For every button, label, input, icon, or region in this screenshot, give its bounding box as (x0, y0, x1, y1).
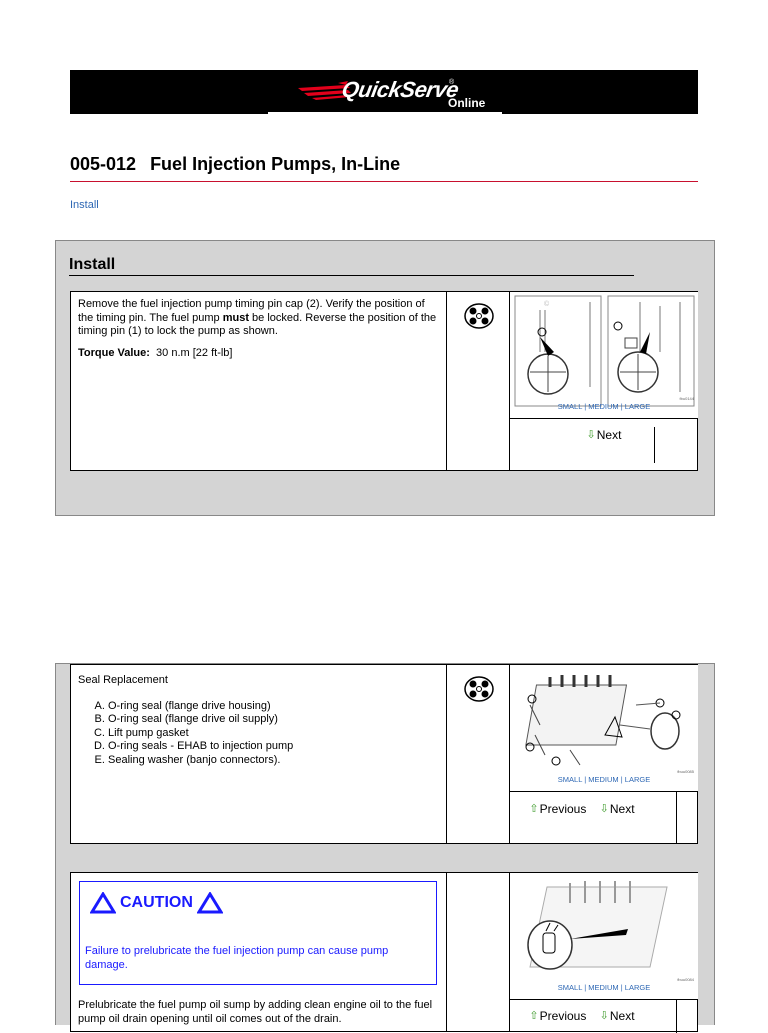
list-item: O-ring seal (flange drive oil supply) (108, 713, 439, 727)
step-1-illustration[interactable]: © SMALL | MEDIUM | LARGE fbu0144 (510, 292, 698, 419)
next-link[interactable]: ⇩Next (586, 427, 622, 442)
previous-link[interactable]: ⇧Previous (529, 801, 587, 816)
logo-online-text: Online (448, 96, 486, 110)
step-3: CAUTION Failure to prelubricate the fuel… (70, 872, 698, 1033)
down-arrow-icon: ⇩ (599, 1010, 609, 1022)
warning-triangle-icon (90, 892, 116, 914)
list-item: Lift pump gasket (108, 727, 439, 741)
banner-underline (268, 112, 502, 115)
list-item: O-ring seals - EHAB to injection pump (108, 740, 439, 754)
size-small-link[interactable]: SMALL (557, 775, 583, 784)
step-2-illustration[interactable]: SMALL | MEDIUM | LARGE fbuu0085 (510, 665, 698, 792)
image-id: fbuu0085 (677, 769, 694, 774)
step-1: Remove the fuel injection pump timing pi… (70, 291, 698, 471)
seal-replacement-heading: Seal Replacement (78, 674, 168, 686)
step-1-text: Remove the fuel injection pump timing pi… (71, 292, 447, 470)
size-medium-link[interactable]: MEDIUM (588, 402, 619, 411)
list-item: O-ring seal (flange drive housing) (108, 700, 439, 714)
down-arrow-icon: ⇩ (599, 803, 609, 815)
tool-symbol-icon[interactable] (463, 675, 495, 703)
document-code: 005-012 (70, 154, 137, 174)
page-title: 005-012 Fuel Injection Pumps, In-Line (70, 154, 400, 175)
list-item: Sealing washer (banjo connectors). (108, 754, 439, 768)
logo-text: QuickServe (339, 77, 461, 102)
step-1-nav: ⇩Next (510, 419, 698, 470)
image-id: fbu0144 (679, 396, 694, 401)
image-id: fbuu0084 (677, 977, 694, 982)
up-arrow-icon: ⇧ (529, 803, 539, 815)
tool-symbol-icon[interactable] (463, 302, 495, 330)
install-link[interactable]: Install (70, 199, 99, 211)
step-1-icon-cell (447, 292, 510, 470)
torque-value: Torque Value: 30 n.m [22 ft-lb] (78, 346, 233, 359)
step-1-instruction: Remove the fuel injection pump timing pi… (78, 298, 437, 337)
svg-text:©: © (544, 300, 550, 308)
size-large-link[interactable]: LARGE (624, 983, 651, 992)
logo-registered-mark: ® (449, 79, 455, 86)
caution-box: CAUTION Failure to prelubricate the fuel… (79, 881, 437, 985)
size-medium-link[interactable]: MEDIUM (588, 775, 619, 784)
step-3-illustration[interactable]: SMALL | MEDIUM | LARGE fbuu0084 (510, 873, 698, 1000)
seal-list: O-ring seal (flange drive housing) O-rin… (78, 700, 439, 768)
quickserve-logo[interactable]: QuickServe ® Online (298, 75, 498, 111)
size-large-link[interactable]: LARGE (624, 402, 651, 411)
size-small-link[interactable]: SMALL (557, 402, 583, 411)
injection-pump-seals-diagram-icon (525, 675, 681, 766)
image-size-links: SMALL | MEDIUM | LARGE (557, 402, 651, 411)
caution-text: Failure to prelubricate the fuel injecti… (85, 945, 389, 971)
size-medium-link[interactable]: MEDIUM (588, 983, 619, 992)
size-small-link[interactable]: SMALL (557, 983, 583, 992)
down-arrow-icon: ⇩ (586, 429, 596, 441)
step-3-icon-cell (447, 873, 510, 1031)
warning-triangle-icon (196, 892, 223, 914)
nav-divider (676, 792, 677, 843)
oil-sump-diagram-icon (527, 881, 668, 970)
next-link[interactable]: ⇩Next (599, 1008, 635, 1023)
image-size-links: SMALL | MEDIUM | LARGE (557, 983, 651, 992)
timing-pin-diagram-icon: © (514, 295, 695, 407)
step-2: Seal Replacement O-ring seal (flange dri… (70, 664, 698, 844)
step-3-nav: ⇧Previous ⇩Next (510, 1000, 698, 1033)
nav-divider (654, 427, 655, 463)
logo-swoosh-icon (298, 81, 351, 100)
title-rule (70, 181, 698, 182)
step-3-text: CAUTION Failure to prelubricate the fuel… (71, 873, 447, 1031)
nav-divider (676, 1000, 677, 1033)
step-2-text: Seal Replacement O-ring seal (flange dri… (71, 665, 447, 843)
previous-link[interactable]: ⇧Previous (529, 1008, 587, 1023)
section-rule (69, 275, 634, 276)
header-banner (70, 70, 698, 114)
step-2-nav: ⇧Previous ⇩Next (510, 792, 698, 843)
image-size-links: SMALL | MEDIUM | LARGE (557, 775, 651, 784)
caution-label: CAUTION (120, 894, 193, 912)
up-arrow-icon: ⇧ (529, 1010, 539, 1022)
section-heading: Install (69, 256, 116, 273)
step-2-icon-cell (447, 665, 510, 843)
document-title: Fuel Injection Pumps, In-Line (150, 154, 401, 174)
caution-header: CAUTION (90, 892, 223, 914)
size-large-link[interactable]: LARGE (624, 775, 651, 784)
next-link[interactable]: ⇩Next (599, 801, 635, 816)
step-3-instruction: Prelubricate the fuel pump oil sump by a… (78, 999, 433, 1025)
